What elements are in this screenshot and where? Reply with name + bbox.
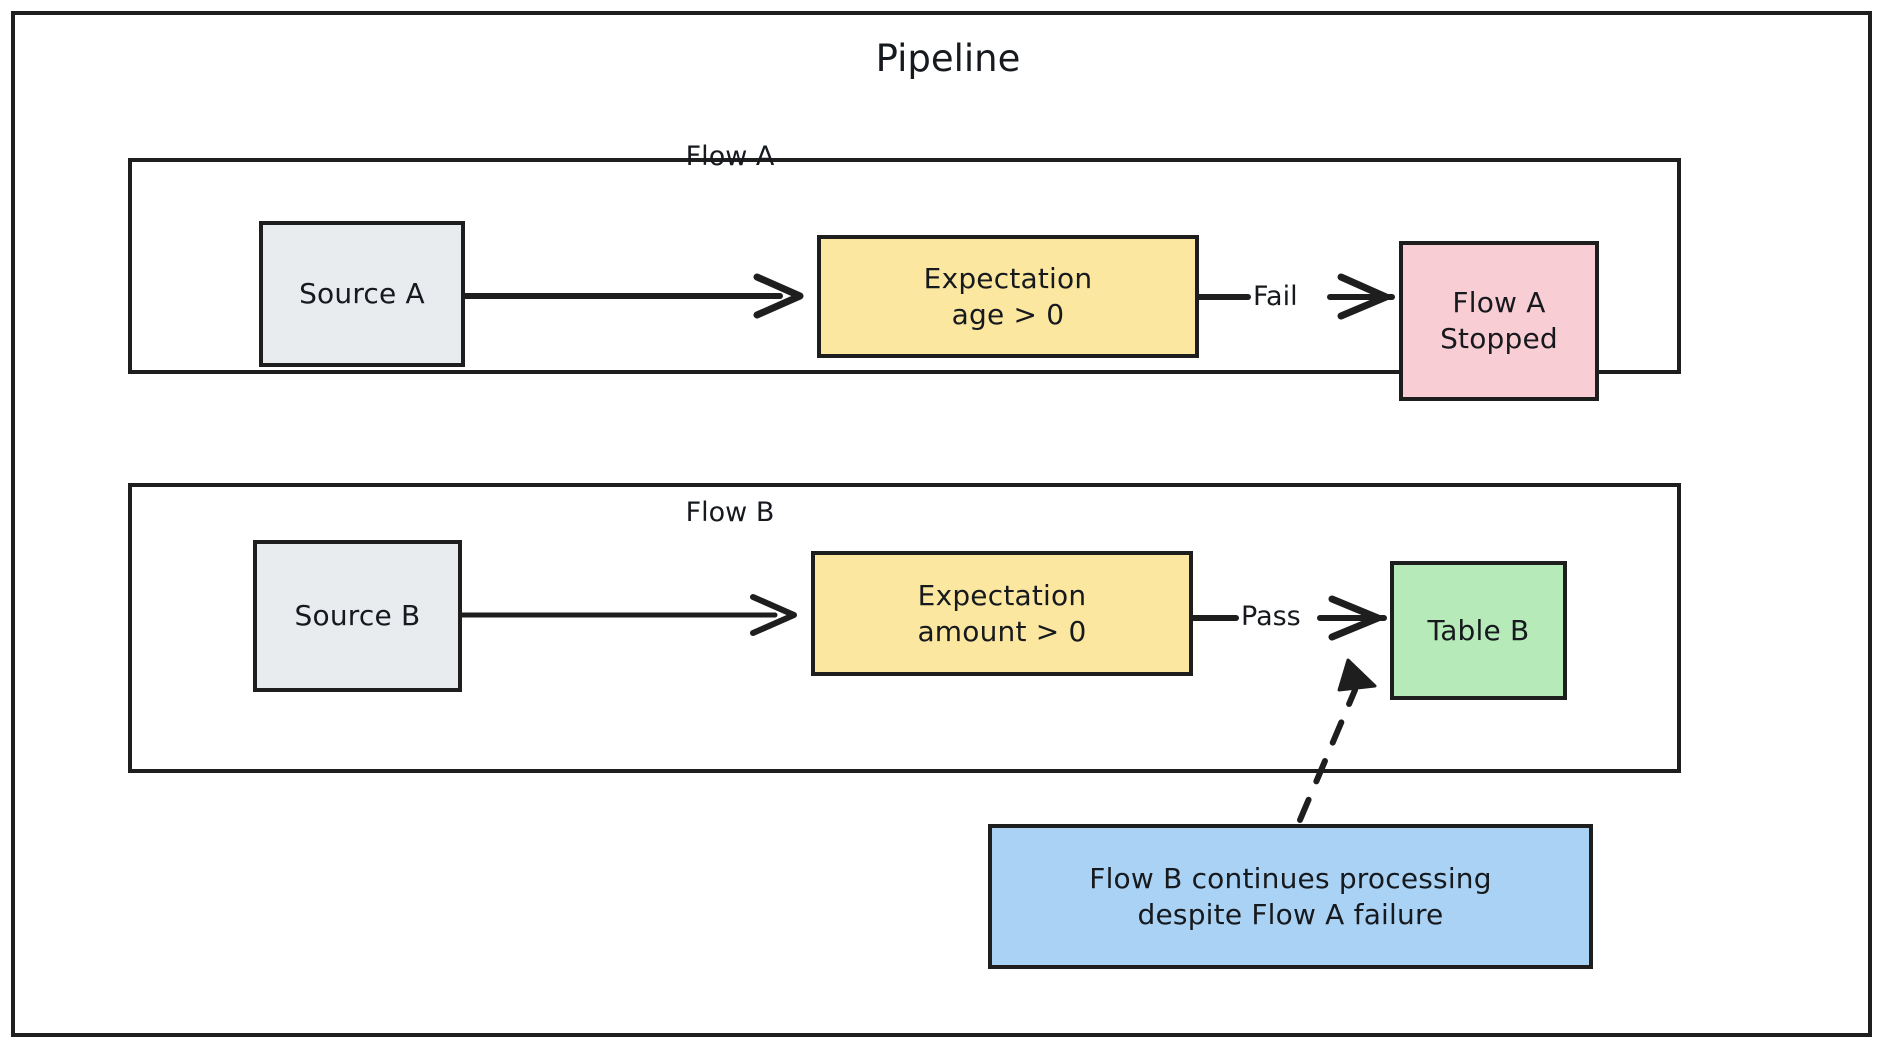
node-table-b[interactable]: Table B: [1390, 561, 1567, 700]
flow-b-container[interactable]: [128, 483, 1681, 773]
annotation-note-line1: Flow B continues processing: [1089, 861, 1492, 895]
pipeline-container[interactable]: [11, 11, 1872, 1037]
annotation-note[interactable]: Flow B continues processing despite Flow…: [988, 824, 1593, 969]
node-flow-a-stopped[interactable]: Flow A Stopped: [1399, 241, 1599, 401]
node-flow-a-stopped-line1: Flow A: [1452, 286, 1546, 320]
flow-b-title: Flow B: [685, 497, 775, 528]
node-source-b[interactable]: Source B: [253, 540, 462, 692]
flow-a-title: Flow A: [685, 141, 775, 172]
flow-a-container[interactable]: [128, 158, 1681, 374]
edge-label-fail: Fail: [1248, 281, 1303, 312]
node-expectation-b-line2: amount > 0: [917, 614, 1087, 648]
node-table-b-label: Table B: [1427, 613, 1530, 647]
pipeline-title: Pipeline: [875, 37, 1021, 80]
node-expectation-a[interactable]: Expectation age > 0: [817, 235, 1199, 358]
node-flow-a-stopped-line2: Stopped: [1440, 322, 1558, 355]
node-source-a-label: Source A: [299, 277, 425, 311]
edge-label-pass: Pass: [1236, 601, 1306, 632]
node-expectation-a-line1: Expectation: [923, 261, 1093, 295]
annotation-note-line2: despite Flow A failure: [1137, 897, 1444, 931]
node-source-a[interactable]: Source A: [259, 221, 465, 367]
node-expectation-b-line1: Expectation: [917, 578, 1087, 612]
node-source-b-label: Source B: [294, 599, 421, 633]
node-expectation-b[interactable]: Expectation amount > 0: [811, 551, 1193, 676]
node-expectation-a-line2: age > 0: [951, 297, 1065, 331]
